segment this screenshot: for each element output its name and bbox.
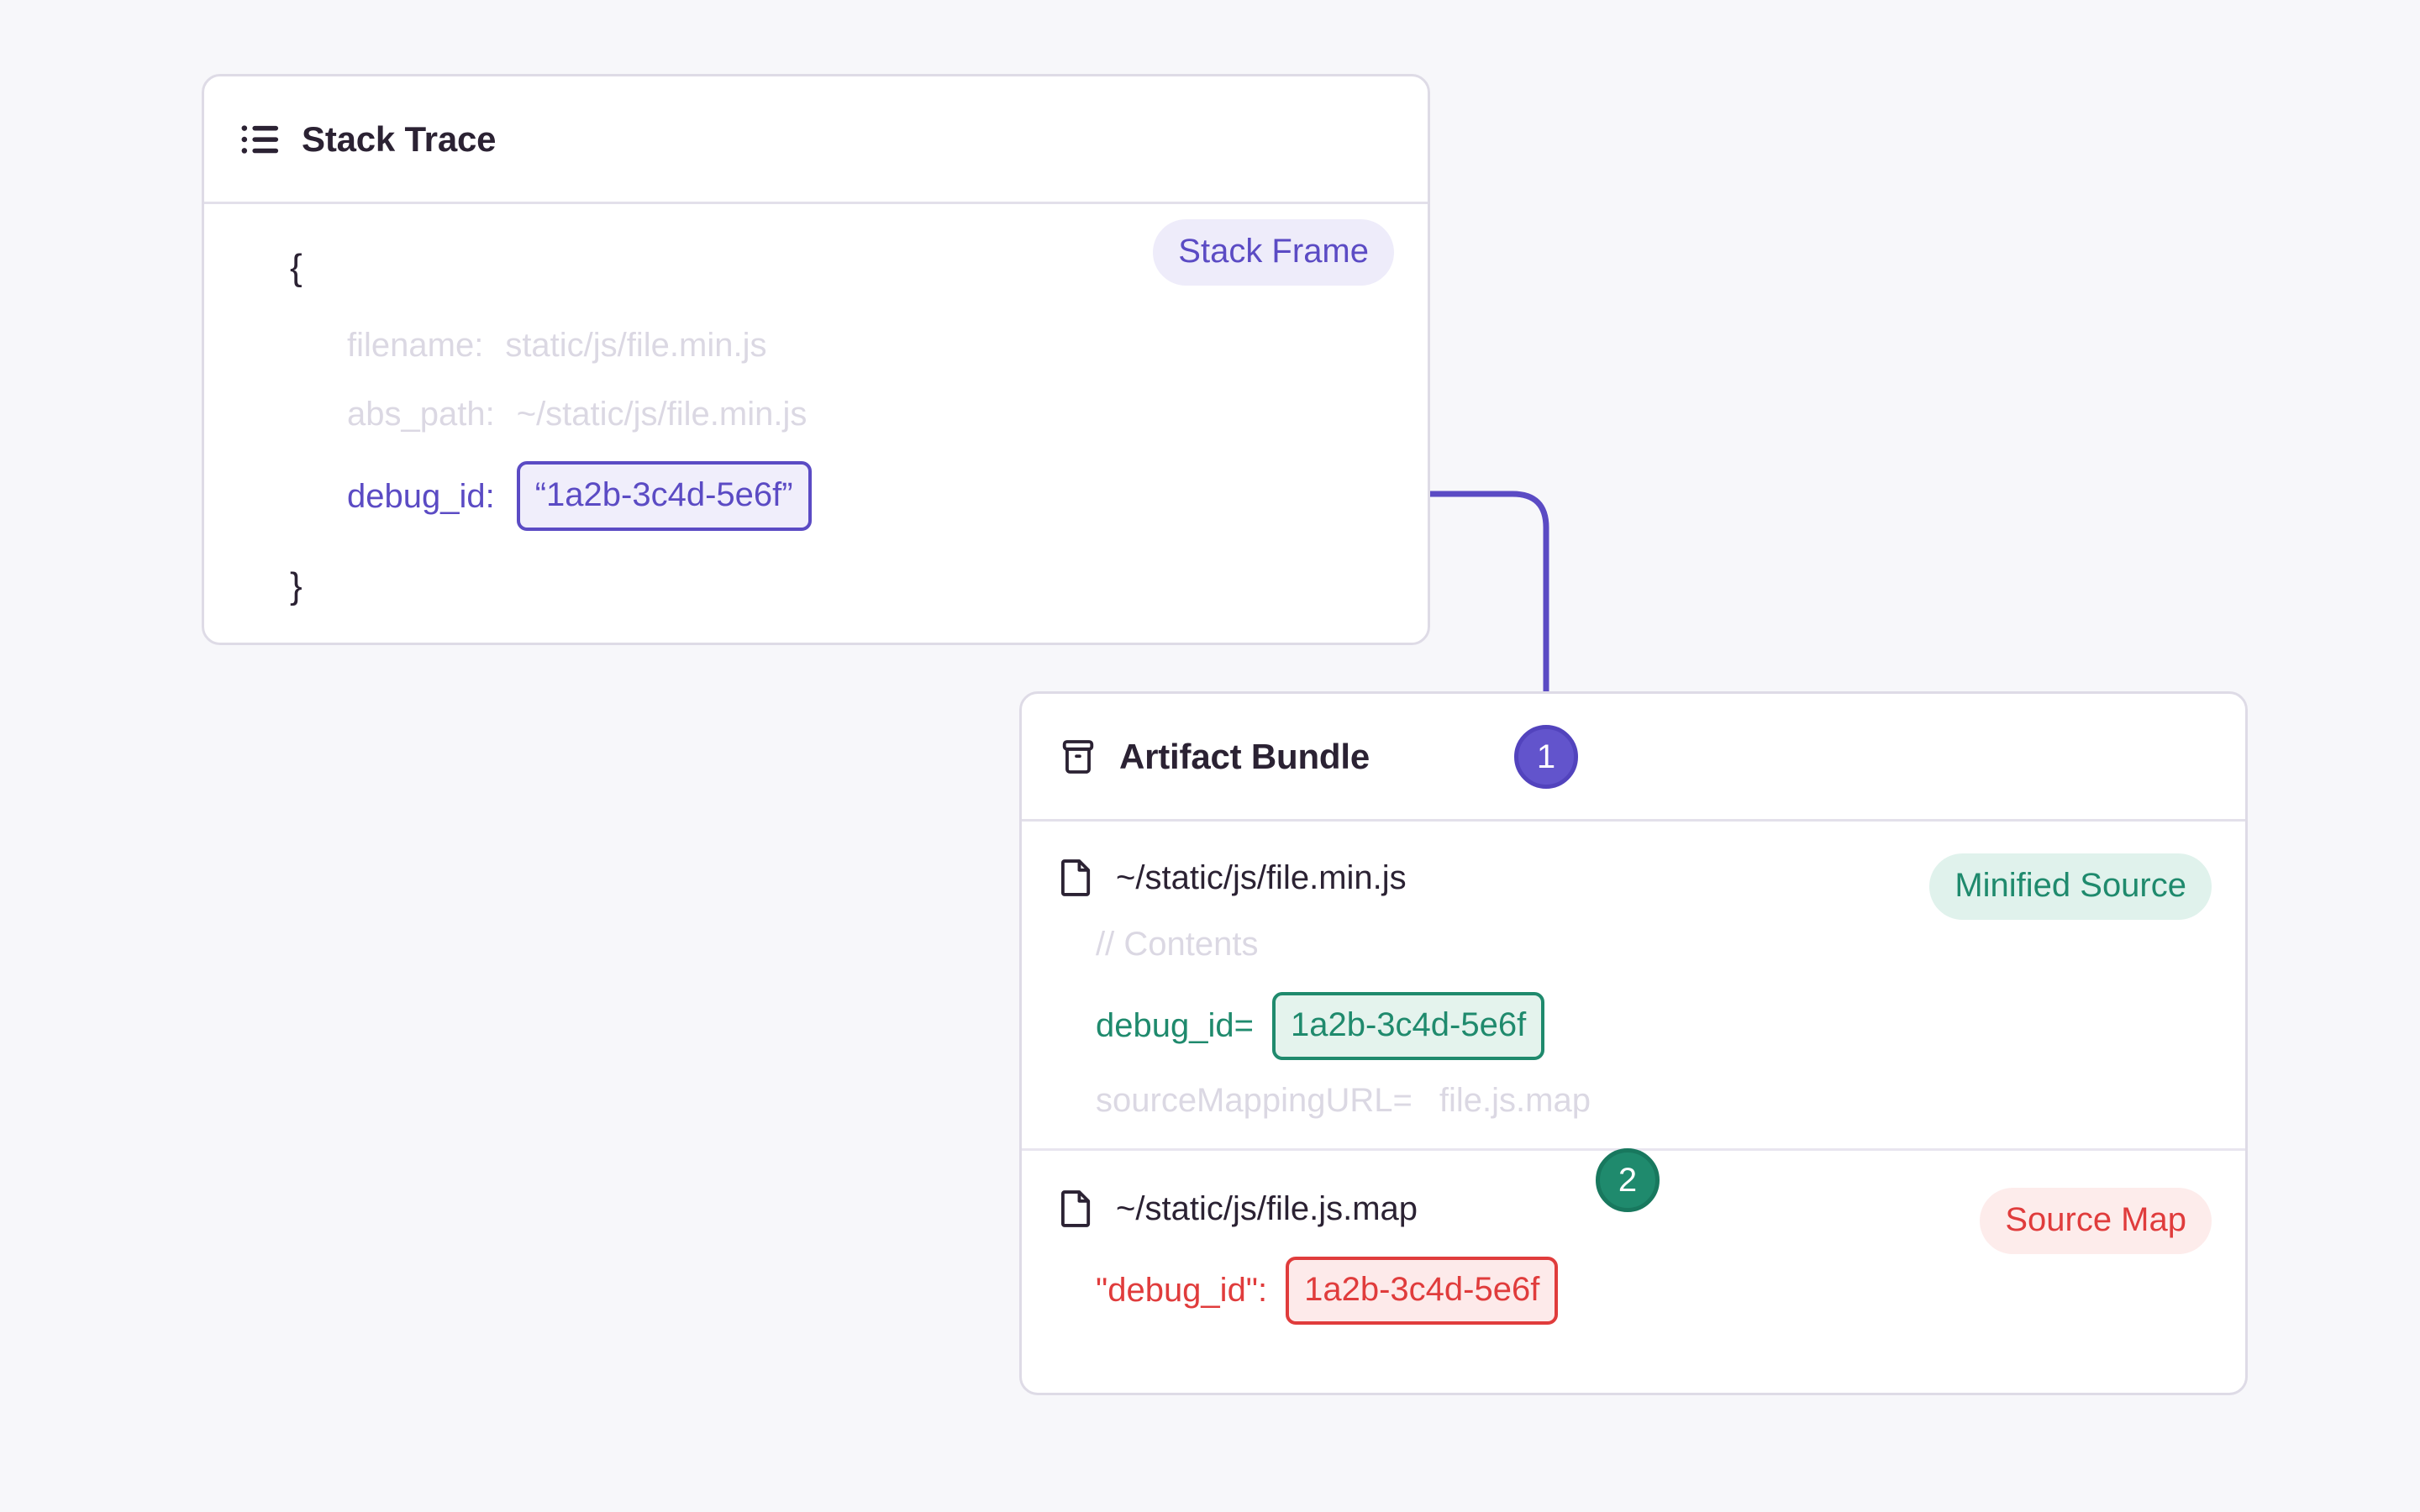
open-brace-glyph: { bbox=[290, 247, 302, 288]
source-map-debug-id-line: "debug_id": 1a2b-3c4d-5e6f bbox=[1096, 1257, 2208, 1325]
artifact-section-source-map: Source Map ~/static/js/file.js.map "debu… bbox=[1022, 1148, 2245, 1325]
file-icon bbox=[1059, 1189, 1094, 1228]
step-badge-2: 2 bbox=[1596, 1148, 1660, 1212]
status-badge-source-map: Source Map bbox=[1980, 1188, 2212, 1254]
field-filename-key: filename: bbox=[347, 327, 484, 364]
field-filename-value: static/js/file.min.js bbox=[505, 327, 767, 364]
artifact-bundle-header: Artifact Bundle bbox=[1022, 694, 2245, 822]
step-badge-1: 1 bbox=[1514, 725, 1578, 789]
debug-id-value-minified-source[interactable]: 1a2b-3c4d-5e6f bbox=[1271, 992, 1545, 1060]
field-filename: filename: static/js/file.min.js bbox=[241, 328, 1391, 362]
file-path-source-map: ~/static/js/file.js.map bbox=[1116, 1189, 1418, 1227]
debug-id-value-stack-frame[interactable]: “1a2b-3c4d-5e6f” bbox=[516, 461, 812, 531]
contents-comment: // Contents bbox=[1096, 926, 1259, 963]
file-row-source-map[interactable]: ~/static/js/file.js.map bbox=[1059, 1189, 2208, 1228]
source-mapping-url-value: file.js.map bbox=[1439, 1082, 1591, 1119]
stack-trace-header: Stack Trace bbox=[204, 76, 1428, 204]
field-abs-path: abs_path: ~/static/js/file.min.js bbox=[241, 397, 1391, 431]
field-debug-id: debug_id: “1a2b-3c4d-5e6f” bbox=[241, 461, 1391, 531]
status-badge-minified-source: Minified Source bbox=[1929, 853, 2212, 920]
status-badge-stack-frame: Stack Frame bbox=[1153, 219, 1394, 286]
close-brace: } bbox=[241, 568, 1391, 605]
minified-debug-id-line: debug_id= 1a2b-3c4d-5e6f bbox=[1096, 992, 2208, 1060]
artifact-section-minified-source: Minified Source ~/static/js/file.min.js … bbox=[1022, 822, 2245, 1120]
page-title: Stack Trace bbox=[302, 118, 497, 159]
file-row-minified[interactable]: ~/static/js/file.min.js bbox=[1059, 858, 2208, 897]
file-icon bbox=[1059, 858, 1094, 897]
source-mapping-url-line: sourceMappingURL= file.js.map bbox=[1096, 1082, 2208, 1120]
stack-trace-card: Stack Trace Stack Frame { filename: stat… bbox=[202, 74, 1430, 645]
contents-comment-line: // Contents bbox=[1096, 926, 2208, 963]
close-brace-glyph: } bbox=[290, 565, 302, 606]
source-map-debug-id-key: "debug_id": bbox=[1096, 1272, 1268, 1309]
field-abs-path-value: ~/static/js/file.min.js bbox=[516, 396, 808, 433]
debug-id-value-source-map[interactable]: 1a2b-3c4d-5e6f bbox=[1286, 1257, 1559, 1325]
stack-trace-body: Stack Frame { filename: static/js/file.m… bbox=[204, 204, 1428, 605]
archive-icon bbox=[1059, 738, 1097, 776]
open-brace: { bbox=[241, 249, 1391, 286]
source-mapping-url-key: sourceMappingURL= bbox=[1096, 1082, 1413, 1119]
artifact-bundle-title: Artifact Bundle bbox=[1119, 736, 1370, 776]
field-abs-path-key: abs_path: bbox=[347, 396, 495, 433]
list-icon bbox=[241, 123, 280, 156]
file-path-minified: ~/static/js/file.min.js bbox=[1116, 858, 1407, 896]
artifact-bundle-card: Artifact Bundle Minified Source ~/static… bbox=[1019, 691, 2248, 1395]
minified-debug-id-key: debug_id= bbox=[1096, 1007, 1254, 1044]
field-debug-id-key: debug_id: bbox=[347, 477, 495, 515]
